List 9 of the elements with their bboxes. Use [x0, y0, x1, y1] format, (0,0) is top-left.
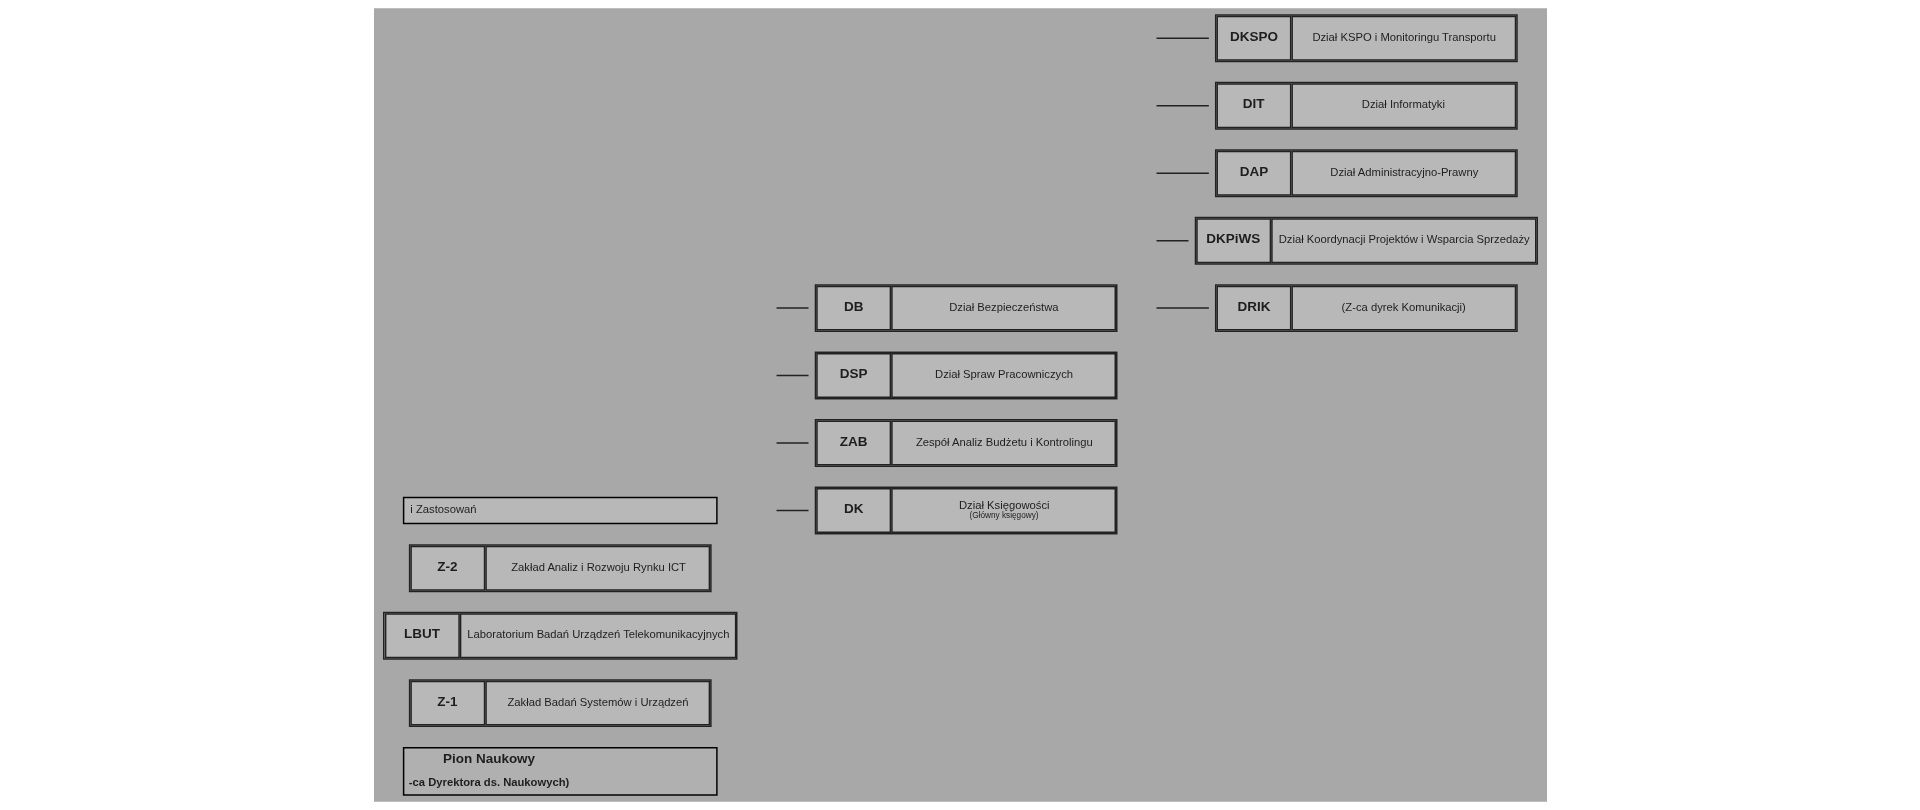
connector	[775, 509, 809, 512]
connector	[775, 374, 809, 377]
connector	[1155, 172, 1210, 174]
connector	[1155, 239, 1189, 242]
connector	[1155, 37, 1210, 40]
connector	[1155, 105, 1210, 107]
connector	[775, 307, 809, 309]
connector	[775, 442, 809, 444]
connector	[1155, 307, 1210, 309]
